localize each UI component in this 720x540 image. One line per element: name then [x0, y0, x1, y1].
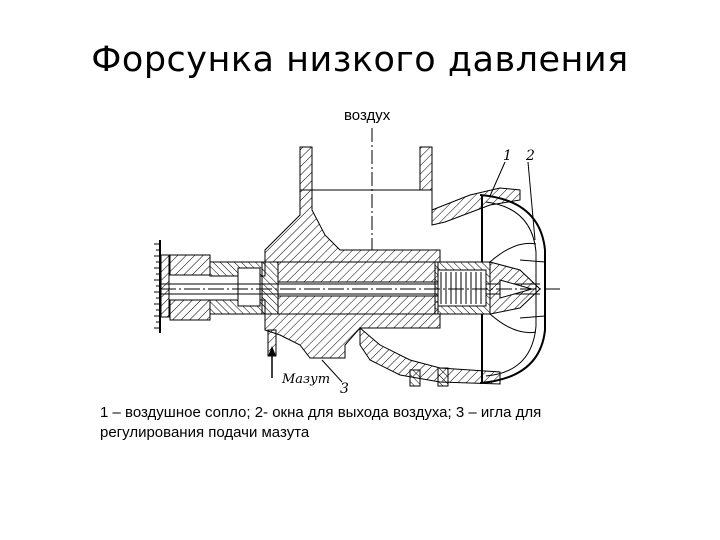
fuel-tube-and-needle — [160, 261, 560, 315]
fuel-label: Мазут — [281, 372, 330, 387]
lower-fittings — [409, 367, 449, 387]
air-nozzle-cap — [479, 161, 546, 384]
burner-body — [261, 128, 521, 385]
caption: 1 – воздушное сопло; 2- окна для выхода … — [100, 403, 660, 443]
slide-title: Форсунка низкого давления — [91, 40, 629, 80]
air-inlet-label: воздух — [344, 107, 391, 124]
caption-line-1: 1 – воздушное сопло; 2- окна для выхода … — [100, 404, 542, 421]
part-1-label: 1 — [503, 148, 512, 164]
graduated-scale — [154, 240, 170, 333]
caption-line-2: регулирования подачи мазута — [100, 424, 310, 441]
fuel-inlet — [267, 329, 343, 383]
part-2-label: 2 — [525, 148, 535, 164]
part-3-label: 3 — [340, 381, 349, 397]
